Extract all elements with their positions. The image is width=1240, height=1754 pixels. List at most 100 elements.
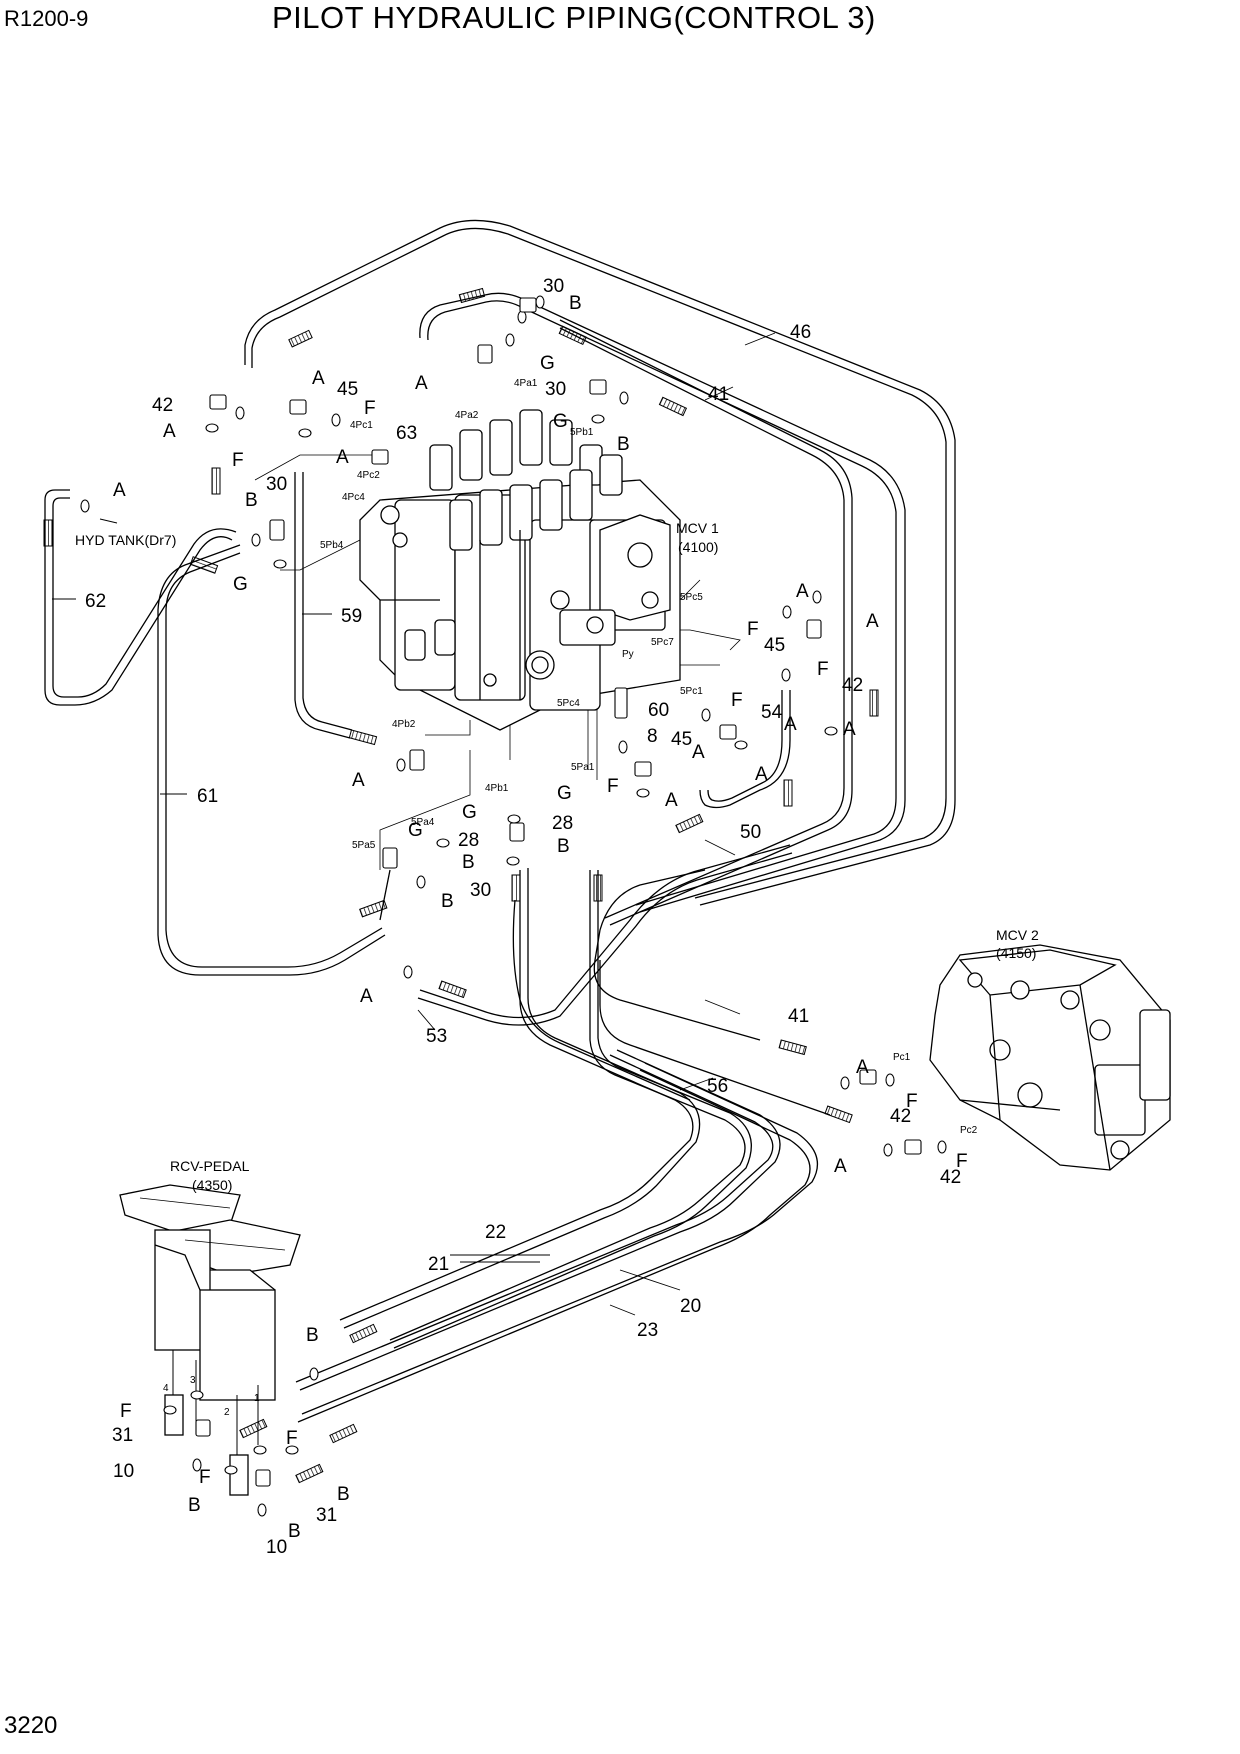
port-5Pb1: 5Pb1 (570, 427, 594, 438)
callout-42-left: 42 (152, 395, 173, 416)
label-B: B (557, 836, 570, 857)
callout-42-mcv2b: 42 (940, 1167, 961, 1188)
callout-31-left: 31 (112, 1425, 133, 1446)
callout-46: 46 (790, 322, 811, 343)
callout-30-mid: 30 (545, 379, 566, 400)
callout-28-b: 28 (458, 830, 479, 851)
label-F: F (199, 1467, 211, 1488)
label-A: A (784, 714, 797, 735)
label-B: B (617, 434, 630, 455)
label-G: G (462, 802, 477, 823)
port-4Pa1: 4Pa1 (514, 378, 538, 389)
port-Pc2: Pc2 (960, 1125, 978, 1136)
label-G: G (553, 411, 568, 432)
port-labels: 4Pa1 4Pa2 4Pc1 4Pc2 4Pc4 5Pb1 5Pb4 5Pc5 … (320, 378, 978, 1136)
label-A: A (692, 742, 705, 763)
port-5Pb4: 5Pb4 (320, 540, 344, 551)
port-Pc1: Pc1 (893, 1052, 911, 1063)
callout-10-left: 10 (113, 1461, 134, 1482)
label-A: A (665, 790, 678, 811)
callout-42-right: 42 (842, 675, 863, 696)
callout-50: 50 (740, 822, 761, 843)
label-G: G (540, 353, 555, 374)
label-G: G (233, 574, 248, 595)
pedal-port-3: 3 (190, 1375, 196, 1386)
label-B: B (569, 293, 582, 314)
rcv-pedal-code: (4350) (192, 1177, 232, 1193)
label-A: A (312, 368, 325, 389)
label-A: A (796, 581, 809, 602)
pipe-lines (44, 219, 956, 1423)
callout-30-left: 30 (266, 474, 287, 495)
callout-45-right: 45 (764, 635, 785, 656)
label-F: F (956, 1151, 968, 1172)
port-4Pb2: 4Pb2 (392, 719, 416, 730)
fittings (80, 295, 947, 1517)
port-4Pb1: 4Pb1 (485, 783, 509, 794)
callout-54: 54 (761, 702, 783, 723)
component-captions: MCV 1 (4100) MCV 2 (4150) RCV-PEDAL (435… (75, 520, 1039, 1193)
callout-42-mcv2a: 42 (890, 1106, 911, 1127)
page-number: 3220 (4, 1712, 58, 1739)
callout-labels: 46 41 30 30 30 30 45 45 45 42 42 42 42 6… (85, 276, 961, 1558)
callout-63: 63 (396, 423, 417, 444)
label-F: F (286, 1428, 298, 1449)
pedal-port-4: 4 (163, 1383, 169, 1394)
label-B: B (288, 1521, 301, 1542)
label-G: G (408, 820, 423, 841)
callout-28-a: 28 (552, 813, 573, 834)
label-A: A (843, 719, 856, 740)
label-A: A (336, 447, 349, 468)
port-5Pc7: 5Pc7 (651, 637, 674, 648)
callout-41-top: 41 (708, 384, 729, 405)
label-F: F (906, 1091, 918, 1112)
callout-10-right: 10 (266, 1537, 287, 1558)
label-A: A (834, 1156, 847, 1177)
callout-60: 60 (648, 700, 669, 721)
mcv1-valve-assembly (359, 409, 681, 731)
mcv2-code: (4150) (996, 945, 1036, 961)
callout-23: 23 (637, 1320, 658, 1341)
port-5Pc4: 5Pc4 (557, 698, 580, 709)
port-4Pc1: 4Pc1 (350, 420, 373, 431)
callout-62: 62 (85, 591, 106, 612)
port-5Pa1: 5Pa1 (571, 762, 595, 773)
mcv2-name: MCV 2 (996, 927, 1039, 943)
label-A: A (352, 770, 365, 791)
label-F: F (364, 398, 376, 419)
callout-56: 56 (707, 1076, 728, 1097)
callout-53: 53 (426, 1026, 447, 1047)
label-F: F (232, 450, 244, 471)
label-B: B (441, 891, 454, 912)
port-5Pc5: 5Pc5 (680, 592, 703, 603)
port-5Pa4: 5Pa4 (411, 817, 435, 828)
label-A: A (866, 611, 879, 632)
page-title: PILOT HYDRAULIC PIPING(CONTROL 3) (272, 0, 876, 35)
label-B: B (188, 1495, 201, 1516)
label-F: F (747, 619, 759, 640)
pedal-port-2: 2 (224, 1407, 230, 1418)
callout-45-top: 45 (337, 379, 358, 400)
label-B: B (337, 1484, 350, 1505)
label-A: A (415, 373, 428, 394)
callout-8: 8 (647, 726, 658, 747)
callout-41-mcv2: 41 (788, 1006, 809, 1027)
callout-45-mid: 45 (671, 729, 692, 750)
port-5Pc1: 5Pc1 (680, 686, 703, 697)
port-Py: Py (622, 649, 634, 660)
label-B: B (306, 1325, 319, 1346)
label-B: B (462, 852, 475, 873)
label-F: F (817, 659, 829, 680)
rcv-pedal-assembly (119, 1184, 301, 1496)
label-A: A (163, 421, 176, 442)
callout-61: 61 (197, 786, 218, 807)
label-F: F (731, 690, 743, 711)
port-4Pc2: 4Pc2 (357, 470, 380, 481)
model-number: R1200-9 (4, 6, 89, 31)
port-5Pa5: 5Pa5 (352, 840, 376, 851)
hyd-tank-label: HYD TANK(Dr7) (75, 532, 176, 548)
rcv-pedal-name: RCV-PEDAL (170, 1158, 250, 1174)
label-A: A (755, 764, 768, 785)
label-F: F (607, 776, 619, 797)
